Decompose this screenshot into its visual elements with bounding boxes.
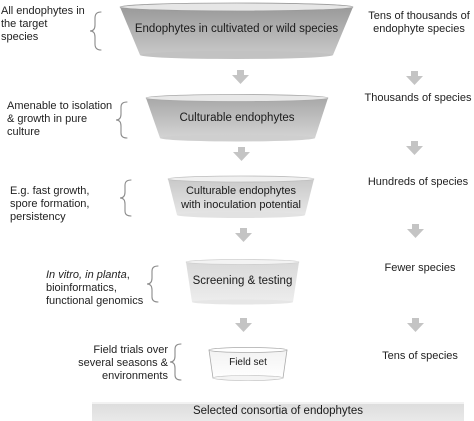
- left-note-1: All endophytes in the target species: [1, 5, 85, 43]
- stage-3-label: Culturable endophytes with inoculation p…: [181, 185, 301, 211]
- left-note-5: Field trials over several seasons & envi…: [78, 344, 168, 382]
- curly-bracket-icon: [146, 265, 159, 303]
- right-count-4: Fewer species: [384, 262, 456, 274]
- stage-1-label: Endophytes in cultivated or wild species: [134, 23, 339, 35]
- curly-bracket-icon: [119, 179, 132, 217]
- down-arrow-icon: [232, 70, 249, 84]
- funnel-stage-3: [167, 175, 315, 218]
- curly-bracket-icon: [115, 101, 128, 139]
- down-arrow-icon: [233, 147, 250, 161]
- right-count-1: Tens of thousands of endophyte species: [368, 10, 470, 35]
- left-note-4-italic: In vitro, in planta: [46, 269, 127, 281]
- down-arrow-icon: [407, 224, 424, 238]
- left-note-4-rest: , bioinformatics, functional genomics: [46, 269, 144, 307]
- curly-bracket-icon: [169, 343, 182, 381]
- funnel-stage-1: [119, 2, 354, 59]
- down-arrow-icon: [235, 228, 252, 242]
- left-note-3: E.g. fast growth, spore formation, persi…: [10, 185, 90, 223]
- funnel-stage-4: [185, 259, 300, 305]
- stage-4-label: Screening & testing: [192, 275, 293, 287]
- right-count-2: Thousands of species: [364, 92, 472, 104]
- funnel-stage-5: [208, 347, 288, 381]
- right-count-5: Tens of species: [382, 350, 458, 362]
- stage-2-label: Culturable endophytes: [179, 112, 295, 124]
- down-arrow-icon: [406, 71, 423, 85]
- left-note-4: In vitro, in planta, bioinformatics, fun…: [46, 269, 146, 308]
- final-bar-label: Selected consortia of endophytes: [192, 405, 364, 417]
- stage-5-label: Field set: [229, 357, 267, 368]
- right-count-3: Hundreds of species: [367, 176, 469, 188]
- down-arrow-icon: [235, 318, 252, 332]
- left-note-2: Amenable to isolation & growth in pure c…: [7, 100, 113, 138]
- curly-bracket-icon: [89, 11, 102, 51]
- funnel-stage-2: [145, 94, 329, 142]
- final-bar: [92, 402, 464, 421]
- down-arrow-icon: [406, 141, 423, 155]
- down-arrow-icon: [407, 318, 424, 332]
